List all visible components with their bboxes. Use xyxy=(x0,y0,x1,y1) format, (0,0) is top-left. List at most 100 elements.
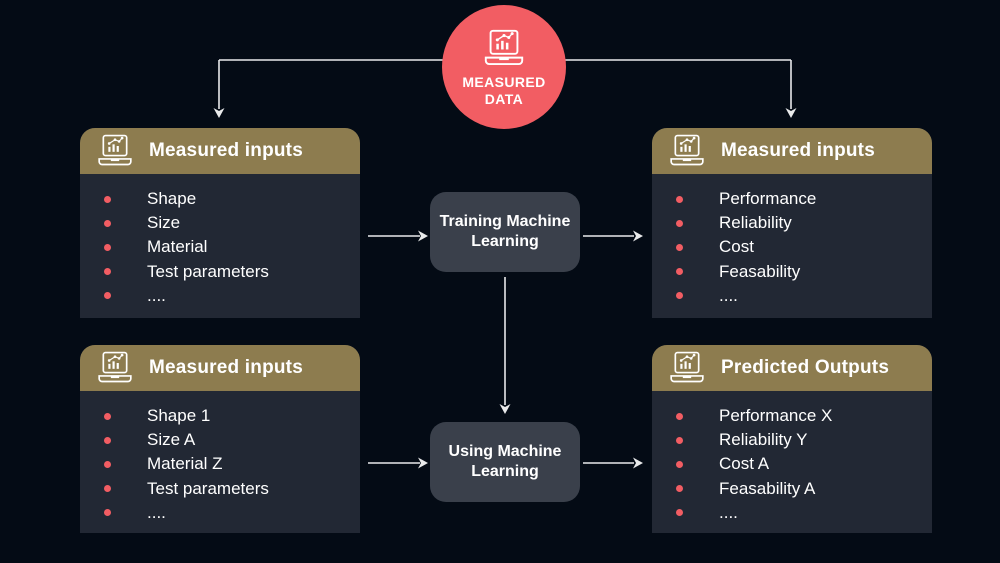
list-item-label: Cost A xyxy=(719,454,770,474)
list-item-label: .... xyxy=(719,502,738,522)
list-item-label: Size A xyxy=(147,430,196,450)
list-item: Shape xyxy=(104,187,360,211)
panel-body: Shape Size Material Test parameters .... xyxy=(80,174,360,308)
list-item-label: Feasability A xyxy=(719,478,816,498)
list-item: Size A xyxy=(104,428,360,452)
list-item: Cost A xyxy=(676,452,932,476)
panel-body: Performance X Reliability Y Cost A Feasa… xyxy=(652,391,932,525)
list-item: Material xyxy=(104,235,360,259)
bullet-dot xyxy=(104,268,111,276)
list-item: .... xyxy=(676,501,932,525)
arrowhead-right-icon xyxy=(418,457,428,469)
list-item: .... xyxy=(676,284,932,308)
bullet-dot xyxy=(676,268,683,276)
list-item-label: Test parameters xyxy=(147,478,269,498)
list-item-label: .... xyxy=(147,285,166,305)
arrowhead-right-icon xyxy=(418,230,428,242)
panel-predicted-outputs: Predicted Outputs Performance X Reliabil… xyxy=(652,345,932,533)
list-item: Material Z xyxy=(104,452,360,476)
panel-body: Shape 1 Size A Material Z Test parameter… xyxy=(80,391,360,525)
bullet-dot xyxy=(676,219,683,227)
list-item: Feasability A xyxy=(676,477,932,501)
panel-measured-inputs-top-left: Measured inputs Shape Size Material Test… xyxy=(80,128,360,318)
node-label-line1: Using Machine xyxy=(448,443,562,460)
node-label-line2: Learning xyxy=(471,463,539,480)
list-item: Reliability xyxy=(676,211,932,235)
bullet-dot xyxy=(104,436,111,444)
bullet-dot xyxy=(676,195,683,203)
bullet-dot xyxy=(104,243,111,251)
list-item-label: .... xyxy=(147,502,166,522)
bullet-dot xyxy=(676,412,683,420)
list-item-label: Material xyxy=(147,237,208,257)
node-label-line1: Training Machine xyxy=(439,213,571,230)
panel-header: Measured inputs xyxy=(652,128,932,174)
bullet-dot xyxy=(104,412,111,420)
arrowhead-right-icon xyxy=(633,457,643,469)
laptop-chart-icon xyxy=(670,134,704,166)
list-item-label: Reliability Y xyxy=(719,430,808,450)
bullet-dot xyxy=(104,219,111,227)
arrowhead-right-icon xyxy=(633,230,643,242)
list-item-label: Test parameters xyxy=(147,261,269,281)
list-item: .... xyxy=(104,501,360,525)
using-machine-learning-node: Using Machine Learning xyxy=(430,422,580,502)
item-list: Shape Size Material Test parameters .... xyxy=(104,187,360,308)
node-label-line2: Learning xyxy=(471,233,539,250)
list-item-label: Feasability xyxy=(719,261,801,281)
list-item-label: Material Z xyxy=(147,454,223,474)
bullet-dot xyxy=(104,195,111,203)
bullet-dot xyxy=(676,460,683,468)
bullet-dot xyxy=(104,485,111,493)
bullet-dot xyxy=(676,509,683,517)
list-item-label: Shape xyxy=(147,189,197,209)
bullet-dot xyxy=(104,292,111,300)
item-list: Performance X Reliability Y Cost A Feasa… xyxy=(676,404,932,525)
panel-title: Measured inputs xyxy=(721,140,875,161)
arrowhead-down-icon xyxy=(213,108,225,118)
list-item: Feasability xyxy=(676,260,932,284)
item-list: Performance Reliability Cost Feasability… xyxy=(676,187,932,308)
laptop-chart-icon xyxy=(98,351,132,383)
list-item: Reliability Y xyxy=(676,428,932,452)
list-item-label: Shape 1 xyxy=(147,406,211,426)
list-item: Shape 1 xyxy=(104,404,360,428)
laptop-chart-icon xyxy=(670,351,704,383)
training-machine-learning-node: Training Machine Learning xyxy=(430,192,580,272)
panel-header: Measured inputs xyxy=(80,128,360,174)
bullet-dot xyxy=(676,243,683,251)
hub-label: MEASURED DATA xyxy=(462,74,545,108)
list-item-label: Cost xyxy=(719,237,754,257)
panel-measured-inputs-bottom-left: Measured inputs Shape 1 Size A Material … xyxy=(80,345,360,533)
list-item-label: Performance xyxy=(719,189,817,209)
arrowhead-down-icon xyxy=(785,108,797,118)
arrowhead-down-icon xyxy=(499,404,511,414)
panel-title: Predicted Outputs xyxy=(721,357,890,378)
list-item: Performance X xyxy=(676,404,932,428)
arrowheads xyxy=(213,108,797,469)
laptop-chart-icon xyxy=(484,29,524,65)
list-item: Size xyxy=(104,211,360,235)
list-item-label: Size xyxy=(147,213,181,233)
bullet-dot xyxy=(104,509,111,517)
laptop-chart-icon xyxy=(98,134,132,166)
list-item-label: .... xyxy=(719,285,738,305)
list-item: .... xyxy=(104,284,360,308)
bullet-dot xyxy=(104,460,111,468)
bullet-dot xyxy=(676,292,683,300)
list-item: Cost xyxy=(676,235,932,259)
bullet-dot xyxy=(676,485,683,493)
hub-label-line1: MEASURED xyxy=(462,73,546,90)
bullet-dot xyxy=(676,436,683,444)
item-list: Shape 1 Size A Material Z Test parameter… xyxy=(104,404,360,525)
panel-body: Performance Reliability Cost Feasability… xyxy=(652,174,932,308)
list-item: Test parameters xyxy=(104,260,360,284)
list-item-label: Reliability xyxy=(719,213,792,233)
panel-title: Measured inputs xyxy=(149,357,303,378)
panel-header: Predicted Outputs xyxy=(652,345,932,391)
panel-measured-inputs-top-right: Measured inputs Performance Reliability … xyxy=(652,128,932,318)
panel-header: Measured inputs xyxy=(80,345,360,391)
panel-title: Measured inputs xyxy=(149,140,303,161)
measured-data-hub: MEASURED DATA xyxy=(442,5,566,129)
list-item: Test parameters xyxy=(104,477,360,501)
